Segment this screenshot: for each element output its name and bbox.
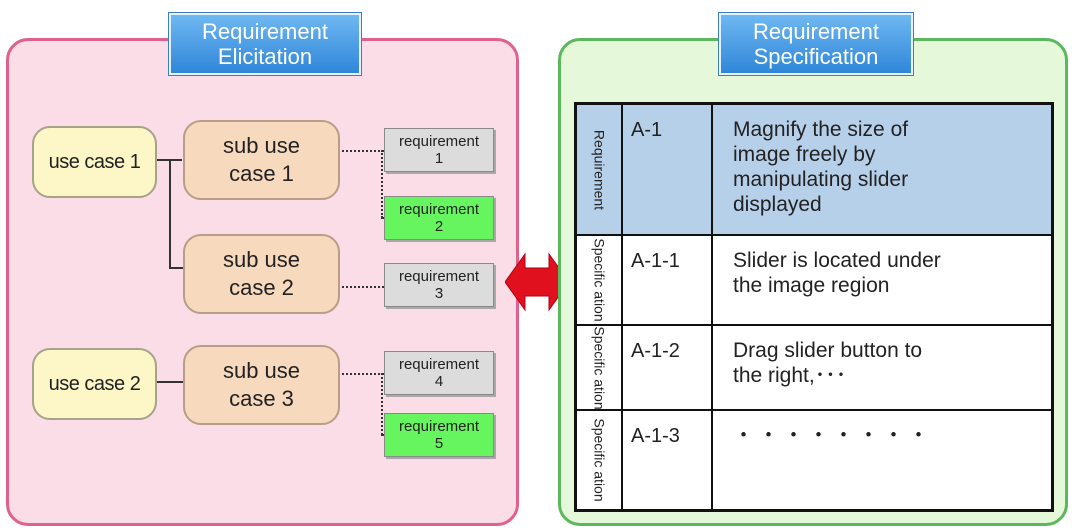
dotted-link-req2: [381, 217, 385, 219]
spec-desc-line: Magnify the size of: [733, 118, 909, 141]
specification-title-line2: Specification: [753, 44, 879, 69]
sub-use-case-1-line1: sub use: [222, 133, 301, 158]
requirement-1-number: 1: [434, 150, 444, 167]
spec-row-description: Slider is located under the image region: [713, 236, 1051, 324]
spec-row-id: A-1: [623, 105, 713, 234]
connector-uc2: [156, 381, 184, 383]
sub-use-case-2-line2: case 2: [229, 275, 294, 300]
sub-use-case-2: sub use case 2: [183, 234, 340, 314]
requirement-2-label: requirement: [398, 201, 480, 218]
spec-row-type-label: Requirement: [591, 129, 608, 210]
spec-row-description: ・・・・・・・・: [713, 411, 1051, 509]
connector-suc2: [169, 267, 184, 269]
spec-row-type-label: Specific ation: [591, 238, 608, 322]
sub-use-case-3-line1: sub use: [222, 358, 301, 383]
spec-desc-line: Slider is located under: [733, 249, 941, 272]
use-case-2: use case 2: [32, 348, 157, 420]
spec-desc-line: displayed: [733, 193, 822, 216]
elicitation-title: Requirement Elicitation: [169, 13, 361, 75]
spec-desc-line: ・・・・・・・・: [733, 424, 933, 447]
requirement-4-number: 4: [434, 373, 444, 390]
spec-row-type: Specific ation: [577, 326, 623, 409]
requirement-1-label: requirement: [398, 133, 480, 150]
requirement-2: requirement 2: [384, 196, 494, 240]
spec-row-requirement: Requirement A-1 Magnify the size of imag…: [577, 105, 1051, 236]
spec-desc-line: image freely by: [733, 143, 876, 166]
dotted-link-req2-vertical: [381, 150, 383, 218]
elicitation-title-line1: Requirement: [202, 19, 328, 44]
spec-row-type-label: Specific ation: [591, 418, 608, 502]
spec-row-specification-1: Specific ation A-1-1 Slider is located u…: [577, 236, 1051, 326]
requirement-5-label: requirement: [398, 418, 480, 435]
use-case-1-label: use case 1: [48, 150, 141, 173]
specification-title-line1: Requirement: [753, 19, 879, 44]
requirement-3-number: 3: [434, 285, 444, 302]
spec-row-id: A-1-2: [623, 326, 713, 409]
sub-use-case-2-line1: sub use: [222, 247, 301, 272]
spec-row-id: A-1-3: [623, 411, 713, 509]
dotted-link-req1: [338, 150, 384, 152]
sub-use-case-3-line2: case 3: [229, 386, 294, 411]
spec-desc-line: the image region: [733, 274, 890, 297]
requirement-5: requirement 5: [384, 413, 494, 457]
double-headed-arrow-icon: [505, 252, 569, 312]
sub-use-case-3: sub use case 3: [183, 345, 340, 425]
spec-row-type: Specific ation: [577, 236, 623, 324]
spec-row-specification-3: Specific ation A-1-3 ・・・・・・・・: [577, 411, 1051, 509]
spec-row-type: Requirement: [577, 105, 623, 234]
spec-desc-line: Drag slider button to: [733, 339, 923, 362]
spec-row-description: Magnify the size of image freely by mani…: [713, 105, 1051, 234]
use-case-1: use case 1: [32, 126, 157, 198]
spec-row-id: A-1-1: [623, 236, 713, 324]
specification-table: Requirement A-1 Magnify the size of imag…: [574, 102, 1054, 512]
spec-row-type: Specific ation: [577, 411, 623, 509]
requirement-5-number: 5: [434, 435, 444, 452]
spec-row-specification-2: Specific ation A-1-2 Drag slider button …: [577, 326, 1051, 411]
use-case-2-label: use case 2: [48, 372, 141, 395]
requirement-4: requirement 4: [384, 351, 494, 395]
dotted-link-req5-vertical: [381, 373, 383, 435]
spec-row-description: Drag slider button to the right,･･･: [713, 326, 1051, 409]
connector-uc1-vertical: [169, 159, 171, 269]
spec-row-type-label: Specific ation: [591, 326, 608, 409]
requirement-2-number: 2: [434, 218, 444, 235]
spec-desc-line: manipulating slider: [733, 168, 909, 191]
sub-use-case-1-line2: case 1: [229, 161, 294, 186]
dotted-link-req5: [381, 434, 385, 436]
dotted-link-req4: [338, 373, 384, 375]
requirement-4-label: requirement: [398, 356, 480, 373]
requirement-3-label: requirement: [398, 268, 480, 285]
spec-desc-line: the right,･･･: [733, 364, 847, 387]
elicitation-title-line2: Elicitation: [217, 44, 313, 69]
dotted-link-req3: [338, 286, 384, 288]
specification-title: Requirement Specification: [719, 13, 913, 75]
requirement-1: requirement 1: [384, 128, 494, 172]
sub-use-case-1: sub use case 1: [183, 120, 340, 200]
requirement-3: requirement 3: [384, 263, 494, 307]
